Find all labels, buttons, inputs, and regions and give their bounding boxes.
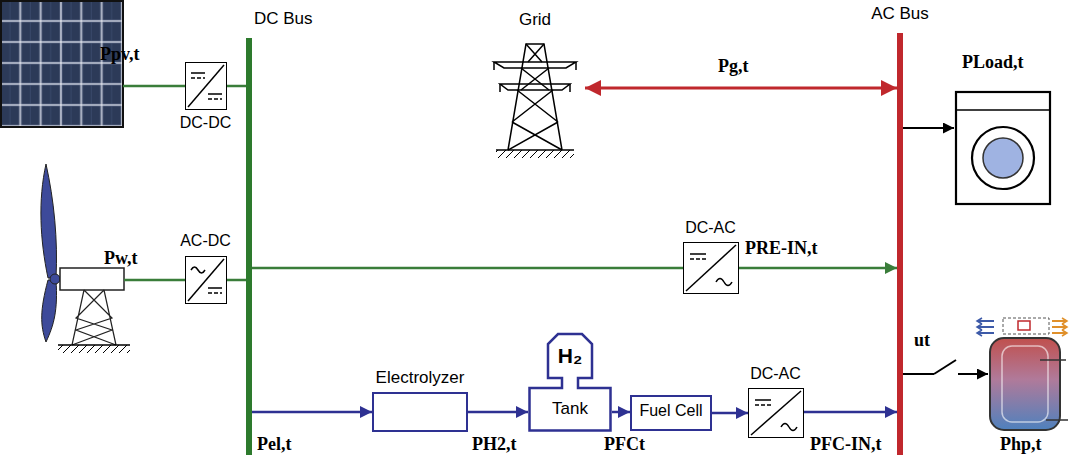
converter-box: DC-AC <box>683 242 739 294</box>
power-connector <box>585 87 897 90</box>
heat-pump-tank <box>1002 346 1048 422</box>
switch <box>903 360 956 374</box>
wind-turbine <box>42 280 57 342</box>
converter-box: DC-DC <box>185 62 227 110</box>
dc-ac-symbol <box>755 400 771 405</box>
washing-machine <box>956 92 1050 204</box>
power-label: PH2,t <box>472 434 517 455</box>
washing-machine <box>956 109 1050 111</box>
power-label: Php,t <box>1000 434 1042 455</box>
dc-ac-symbol <box>751 391 801 435</box>
dc-dc-symbol <box>188 65 224 107</box>
ac-dc-symbol <box>191 267 205 273</box>
power-connector <box>612 411 630 414</box>
transmission-tower <box>494 44 576 158</box>
power-connector <box>252 267 683 270</box>
power-connector <box>227 279 246 282</box>
node-label: Tank <box>552 399 588 419</box>
power-label: Pg,t <box>718 56 749 77</box>
washing-machine <box>956 92 1050 204</box>
transmission-tower <box>500 84 570 90</box>
tank-outline <box>530 334 611 431</box>
power-label: PLoad,t <box>962 52 1024 73</box>
node-label: DC-AC <box>685 219 736 237</box>
power-label: Pel,t <box>257 434 291 455</box>
power-connector <box>804 411 897 414</box>
electrolyzer-box: Electrolyzer <box>372 392 468 432</box>
power-connector <box>468 411 528 414</box>
power-connector <box>712 412 748 415</box>
transmission-tower <box>494 62 576 68</box>
node-label: AC Bus <box>871 4 929 24</box>
dc-ac-symbol <box>690 254 706 259</box>
converter-box: DC-AC <box>748 388 804 438</box>
dc-ac-symbol <box>781 424 797 431</box>
dc-bus-bar: DC Bus <box>246 38 252 455</box>
dc-dc-symbol <box>208 94 222 99</box>
dc-ac-symbol <box>686 245 736 291</box>
dc-dc-symbol <box>191 73 205 78</box>
washing-machine <box>983 138 1023 178</box>
transmission-tower <box>508 44 562 150</box>
node-label: H₂ <box>558 344 583 368</box>
converter-box: AC-DC <box>185 256 227 304</box>
power-label: PFCt <box>604 434 645 455</box>
heat-pump-tank <box>1062 318 1067 336</box>
ac-dc-symbol <box>208 288 222 293</box>
heat-pump-tank <box>1046 419 1068 421</box>
fuel-cell-box: Fuel Cell <box>630 395 712 431</box>
power-connector <box>227 85 246 88</box>
transmission-tower <box>496 149 574 151</box>
heat-pump-arrow <box>958 373 988 375</box>
switch <box>934 360 956 374</box>
power-label: Ppv,t <box>100 44 140 65</box>
dc-ac-symbol <box>716 279 732 286</box>
node-label: AC-DC <box>180 232 231 250</box>
heat-pump-tank <box>1018 321 1030 330</box>
washing-machine <box>972 127 1034 189</box>
wind-wire <box>124 279 185 282</box>
ac-dc-symbol <box>188 259 224 301</box>
node-label: Fuel Cell <box>639 402 702 420</box>
wind-turbine <box>50 274 60 284</box>
node-label: DC-DC <box>180 114 232 132</box>
power-connector <box>739 267 897 270</box>
power-label: ut <box>914 330 930 351</box>
wind-turbine <box>72 290 116 345</box>
transmission-tower <box>508 44 562 150</box>
hydrogen-tank: H₂ Tank <box>528 332 612 432</box>
wind-turbine <box>60 268 124 290</box>
load-arrow <box>903 127 954 129</box>
node-label: DC Bus <box>254 9 313 29</box>
heat-pump-tank <box>977 318 982 336</box>
node-label: Electrolyzer <box>376 368 465 388</box>
power-label: PRE-IN,t <box>745 238 818 259</box>
heat-pump-tank <box>1040 359 1066 361</box>
grid-tower: Grid <box>485 40 585 152</box>
dc-dc-symbol <box>188 65 224 107</box>
wind-turbine <box>41 164 57 278</box>
ac-bus-bar: AC Bus <box>897 33 903 455</box>
node-label: Grid <box>519 10 551 30</box>
dc-ac-symbol <box>751 391 801 435</box>
switch <box>903 373 934 375</box>
power-connector <box>252 411 372 414</box>
power-label: PFC-IN,t <box>810 434 881 455</box>
transmission-tower <box>494 62 576 92</box>
dc-ac-symbol <box>686 245 736 291</box>
transmission-tower <box>496 150 574 158</box>
wind-turbine <box>58 344 130 346</box>
ac-dc-symbol <box>188 259 224 301</box>
wind-turbine <box>58 345 130 353</box>
heat-pump-tank <box>990 338 1060 430</box>
node-label: DC-AC <box>750 365 801 383</box>
heat-pump-tank <box>977 318 1068 430</box>
pv-wire <box>123 85 185 88</box>
heat-pump-tank <box>1003 318 1049 334</box>
power-label: Pw,t <box>104 248 138 269</box>
